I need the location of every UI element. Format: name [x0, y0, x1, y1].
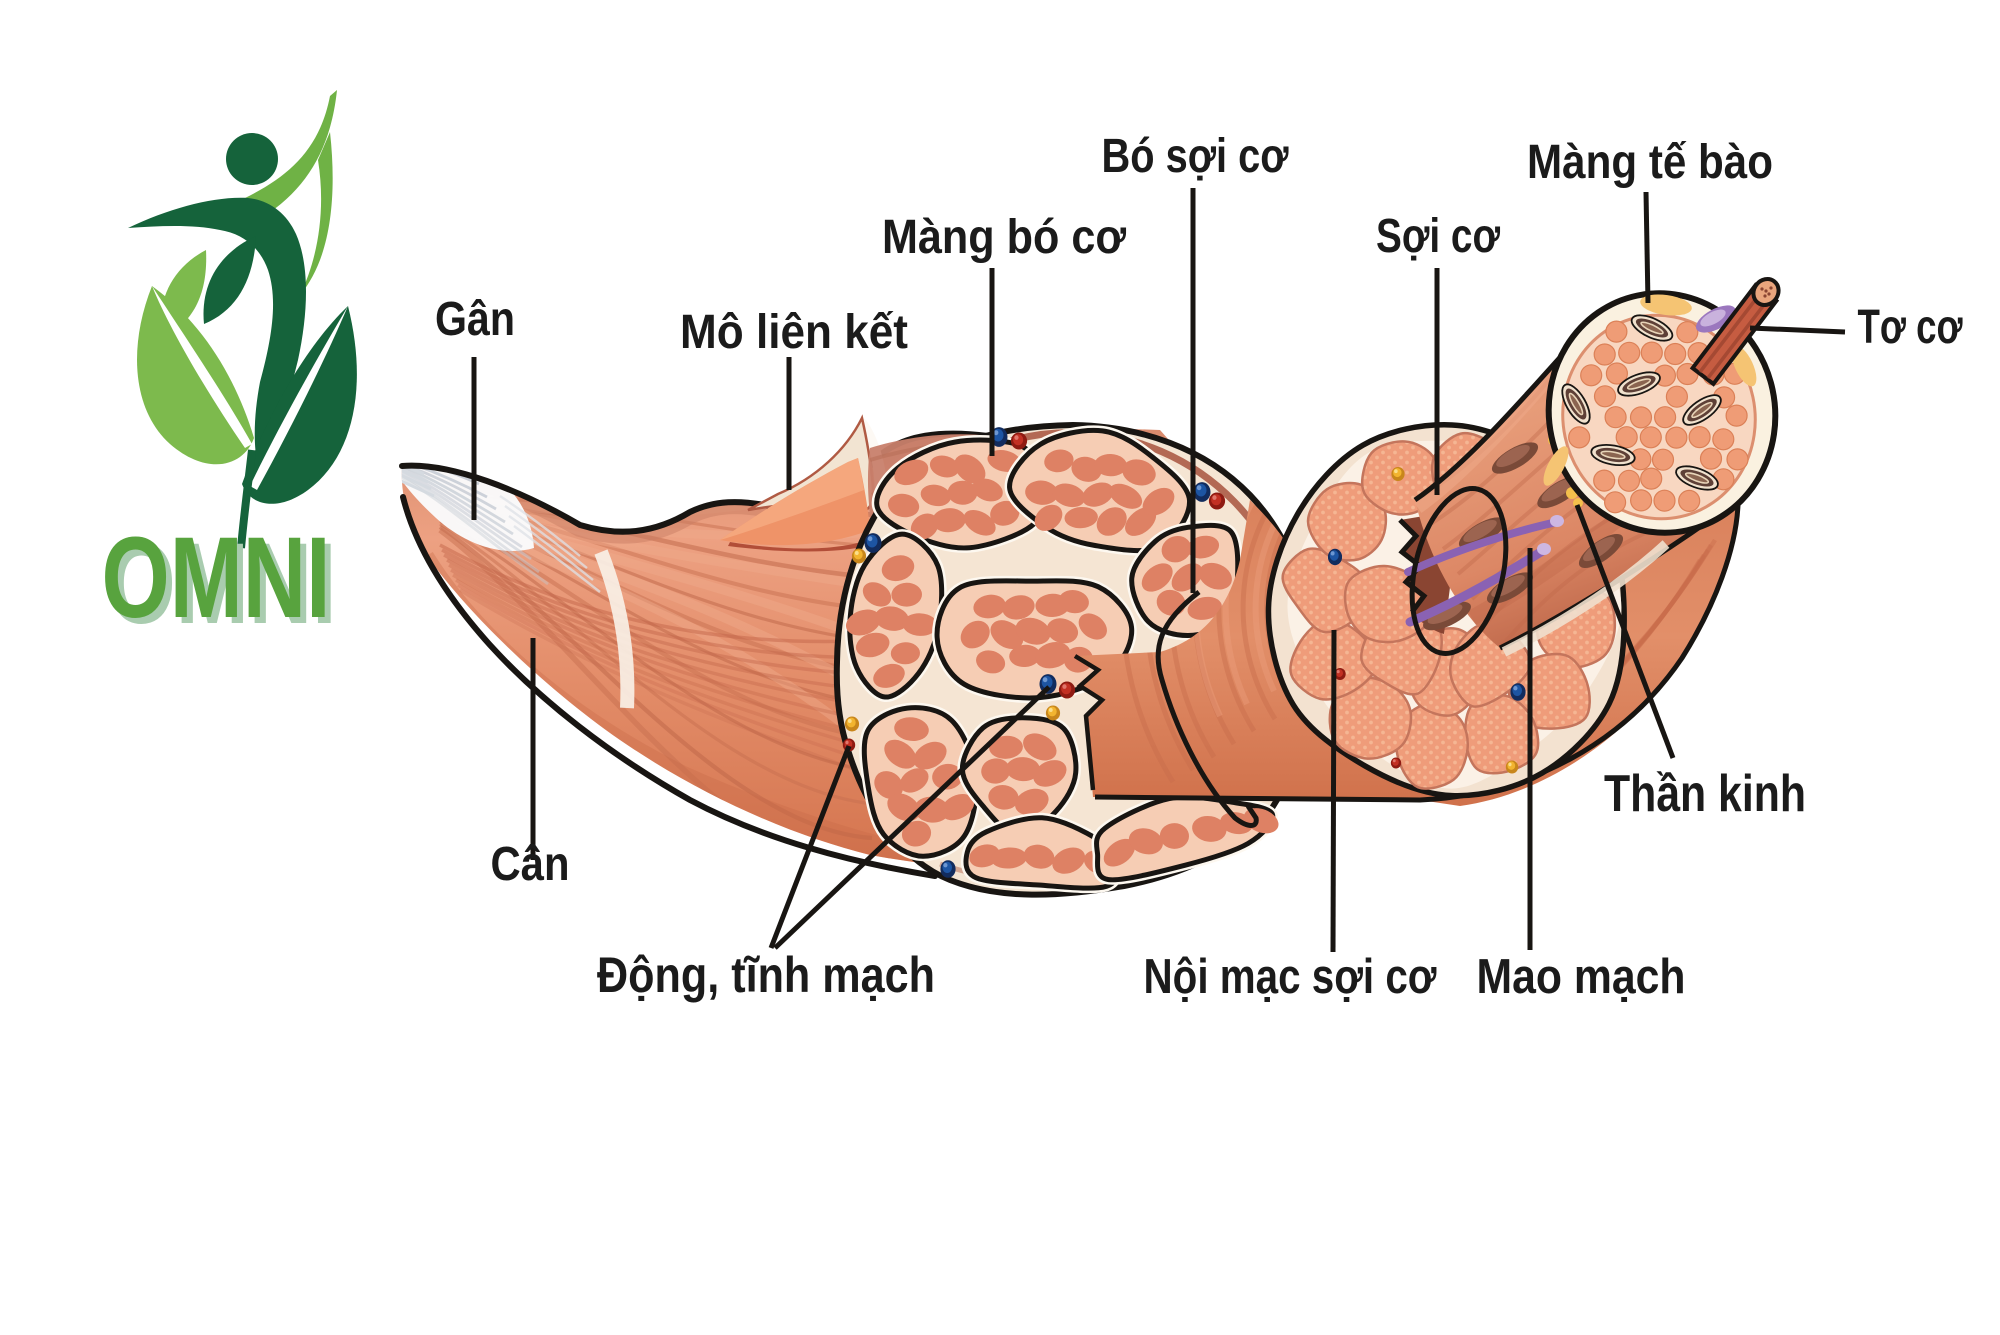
svg-text:Tơ cơ: Tơ cơ [1858, 301, 1964, 354]
svg-text:Thần kinh: Thần kinh [1604, 765, 1806, 823]
svg-text:Sợi cơ: Sợi cơ [1376, 210, 1501, 263]
svg-text:Nội mạc sợi cơ: Nội mạc sợi cơ [1144, 950, 1437, 1004]
svg-text:OMNI: OMNI [102, 514, 331, 642]
svg-text:Mô liên kết: Mô liên kết [680, 306, 908, 359]
svg-text:OMNI: OMNI [108, 520, 337, 648]
svg-text:Cân: Cân [491, 838, 570, 891]
svg-text:Màng bó cơ: Màng bó cơ [882, 211, 1127, 264]
svg-text:Mao mạch: Mao mạch [1477, 950, 1686, 1004]
svg-text:Màng tế bào: Màng tế bào [1527, 136, 1773, 189]
svg-text:Động, tĩnh mạch: Động, tĩnh mạch [597, 947, 935, 1003]
svg-text:Bó sợi cơ: Bó sợi cơ [1102, 130, 1290, 183]
svg-text:Gân: Gân [435, 293, 515, 346]
